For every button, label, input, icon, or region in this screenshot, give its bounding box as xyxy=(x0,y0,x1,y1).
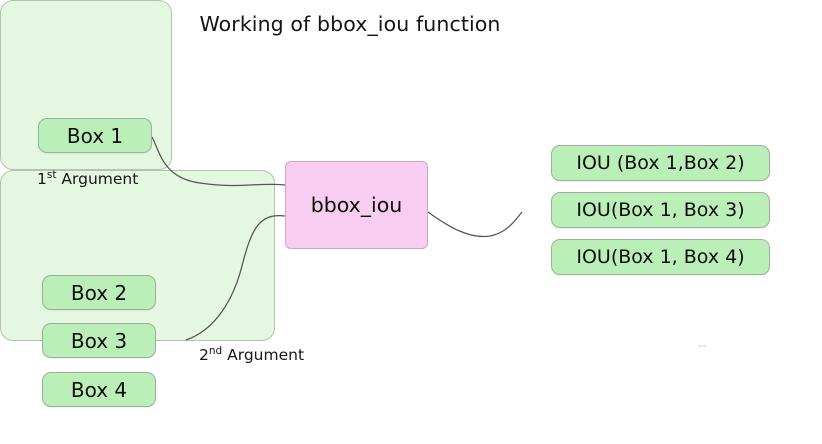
second-argument-caption: 2nd Argument xyxy=(199,346,304,364)
input-box-2[interactable]: Box 2 xyxy=(42,275,156,310)
second-argument-caption-number: 2 xyxy=(199,346,209,364)
output-box-1-label: IOU (Box 1,Box 2) xyxy=(576,152,745,174)
input-box-1[interactable]: Box 1 xyxy=(38,118,152,153)
input-box-3-label: Box 3 xyxy=(70,328,128,353)
output-box-1[interactable]: IOU (Box 1,Box 2) xyxy=(551,145,770,181)
first-argument-caption-text: Argument xyxy=(56,170,139,188)
output-box-3[interactable]: IOU(Box 1, Box 4) xyxy=(551,239,770,275)
function-node-label: bbox_iou xyxy=(310,193,403,217)
outputs-group xyxy=(0,170,275,341)
input-box-2-label: Box 2 xyxy=(70,280,128,305)
second-argument-caption-ordinal: nd xyxy=(208,344,223,357)
output-box-2-label: IOU(Box 1, Box 3) xyxy=(576,199,745,221)
page-title: Working of bbox_iou function xyxy=(199,12,501,36)
input-box-1-label: Box 1 xyxy=(66,123,124,148)
edge-function-to-outputs xyxy=(427,211,523,238)
first-argument-caption-number: 1 xyxy=(37,170,47,188)
input-box-4[interactable]: Box 4 xyxy=(42,372,156,407)
stray-mark: -- xyxy=(698,339,707,352)
first-argument-caption: 1st Argument xyxy=(37,170,138,188)
input-box-3[interactable]: Box 3 xyxy=(42,323,156,358)
output-box-2[interactable]: IOU(Box 1, Box 3) xyxy=(551,192,770,228)
output-box-3-label: IOU(Box 1, Box 4) xyxy=(576,246,745,268)
input-box-4-label: Box 4 xyxy=(70,377,128,402)
first-argument-caption-ordinal: st xyxy=(46,168,57,181)
second-argument-caption-text: Argument xyxy=(222,346,305,364)
function-node-bbox-iou[interactable]: bbox_iou xyxy=(285,161,428,249)
